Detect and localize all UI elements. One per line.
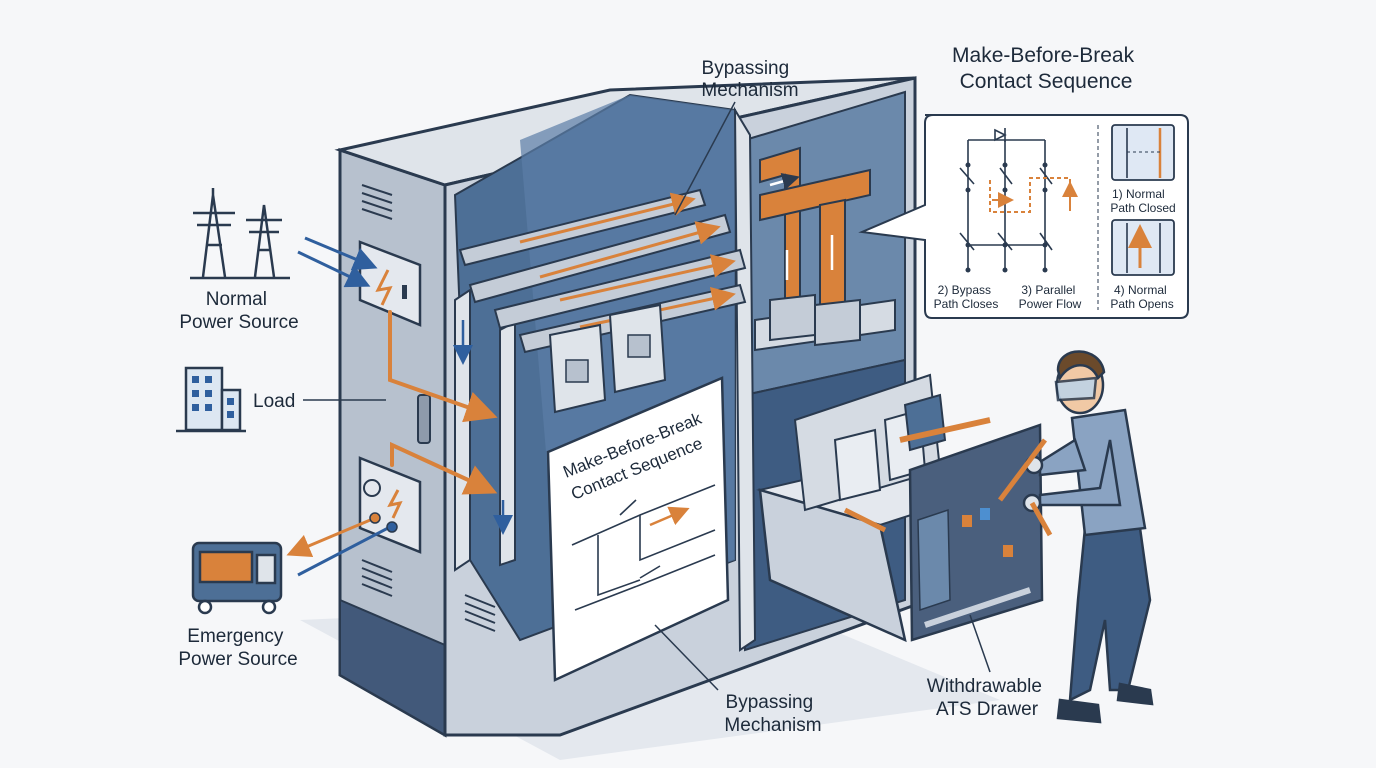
- inset-title-2: Contact Sequence: [960, 70, 1133, 93]
- bypass-bottom-label-2: Mechanism: [724, 715, 821, 736]
- svg-text:Withdrawable ATS Drawer: Withdrawable ATS Drawer: [927, 676, 1047, 720]
- drawer-label-2: ATS Drawer: [936, 699, 1039, 720]
- load-label: Load: [253, 391, 295, 412]
- svg-text:4) Normal Path Opens: 4) Normal Path Opens: [1110, 283, 1173, 311]
- svg-text:Bypassing Mechanism: Bypassing Mechanism: [701, 58, 798, 101]
- svg-text:2) Bypass Path Closes: 2) Bypass Path Closes: [934, 283, 999, 311]
- emergency-source-label-2: Power Source: [178, 649, 297, 670]
- normal-source-arrows: [297, 236, 378, 288]
- inset-step2-line2: Path Closes: [934, 297, 999, 311]
- inset-step1-line1: 1) Normal: [1112, 187, 1165, 201]
- inset-step4-line2: Path Opens: [1110, 297, 1173, 311]
- emergency-source-label-1: Emergency: [187, 626, 284, 647]
- drawer-label-1: Withdrawable: [927, 676, 1042, 697]
- mbb-inset-panel: 1) Normal Path Closed 4) Normal Path Ope…: [858, 114, 1189, 319]
- svg-text:3) Parallel Power Flow: 3) Parallel Power Flow: [1019, 283, 1082, 311]
- svg-text:Emergency Power Source: Emergency Power Source: [178, 626, 297, 670]
- generator-icon: [191, 541, 283, 615]
- building-icon: [176, 366, 246, 433]
- inset-step4-icon: [1111, 219, 1175, 276]
- inset-step4-line1: 4) Normal: [1114, 283, 1167, 297]
- inset-step1-icon: [1111, 124, 1175, 181]
- emergency-input-junction-box: [358, 456, 422, 554]
- inset-step3-line1: 3) Parallel: [1021, 283, 1075, 297]
- bypass-top-label-2: Mechanism: [701, 80, 798, 101]
- busbar-set: [458, 188, 747, 354]
- inset-step2-line1: 2) Bypass: [938, 283, 991, 297]
- normal-source-label-1: Normal: [206, 289, 267, 310]
- bypass-top-label-1: Bypassing: [702, 58, 790, 79]
- normal-feed-line: [388, 310, 498, 423]
- inset-step1-line2: Path Closed: [1110, 201, 1175, 215]
- svg-text:1) Normal Path Closed: 1) Normal Path Closed: [1110, 187, 1175, 215]
- inset-step3-line2: Power Flow: [1019, 297, 1082, 311]
- inset-title-1: Make-Before-Break: [952, 44, 1135, 67]
- emergency-source-arrows: [286, 512, 398, 577]
- svg-text:Make-Before-Break Contact: Make-Before-Break Contact Sequence: [952, 44, 1140, 93]
- bypass-bottom-label-1: Bypassing: [726, 692, 814, 713]
- lightning-icon: [375, 269, 393, 306]
- svg-text:Bypassing Mechanism: Bypassing Mechanism: [724, 692, 821, 736]
- emergency-feed-line: [390, 441, 498, 495]
- ats-drawer: [756, 373, 1044, 643]
- svg-text:Normal Power Source: Normal Power Source: [179, 289, 298, 333]
- technician-figure: [998, 350, 1154, 724]
- breaker-modules: [548, 303, 667, 414]
- copper-busbars: [759, 146, 871, 347]
- normal-source-label-2: Power Source: [179, 312, 298, 333]
- transmission-tower-icon: [190, 188, 290, 280]
- bypass-rail-frame: [453, 288, 516, 572]
